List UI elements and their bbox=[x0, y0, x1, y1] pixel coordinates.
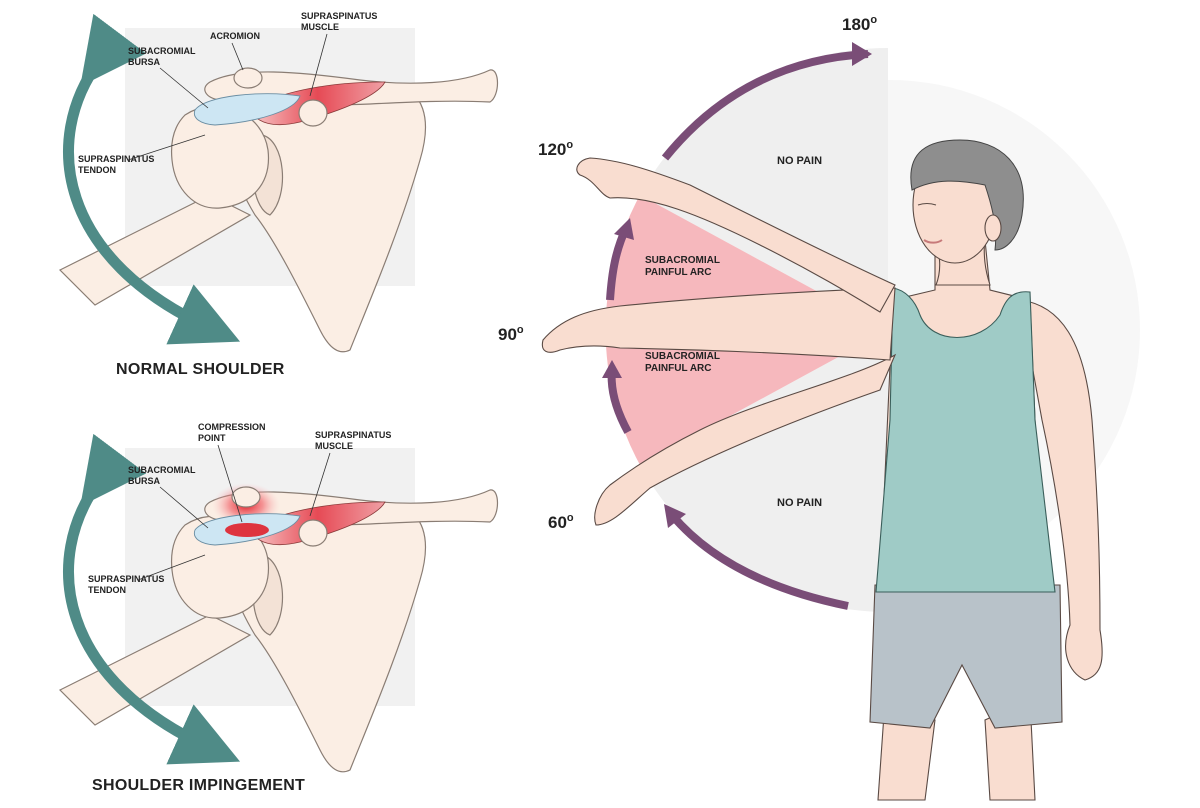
arrowhead-180 bbox=[852, 42, 872, 66]
painful-lower-label-2: PAINFUL ARC bbox=[645, 363, 711, 374]
painful-upper-label-1: SUBACROMIAL bbox=[645, 255, 720, 266]
arm-120-degrees bbox=[576, 157, 896, 313]
angle-120-label: 120o bbox=[538, 139, 573, 159]
coracoid-process bbox=[298, 99, 328, 127]
eye bbox=[917, 203, 937, 206]
no-pain-top-label: NO PAIN bbox=[777, 155, 822, 167]
bursa-label-1: SUBACROMIAL bbox=[128, 46, 196, 56]
compression-point-marker bbox=[225, 523, 269, 537]
muscle-label-2: MUSCLE bbox=[315, 441, 353, 451]
angle-90-label: 90o bbox=[498, 324, 524, 344]
acromion-tip bbox=[233, 67, 263, 89]
arrowhead-90 bbox=[602, 360, 622, 378]
painful-upper-label-2: PAINFUL ARC bbox=[645, 267, 711, 278]
arrowhead-120 bbox=[614, 218, 634, 240]
teal-curved-arrow bbox=[63, 13, 241, 345]
tendon-label-2: TENDON bbox=[78, 165, 116, 175]
angle-180-label: 180o bbox=[842, 14, 877, 34]
tendon-label-1: SUPRASPINATUS bbox=[78, 154, 154, 164]
ear bbox=[984, 214, 1002, 242]
arrowhead-60 bbox=[664, 504, 686, 528]
human-figure bbox=[541, 139, 1103, 801]
compression-label-1: COMPRESSION bbox=[198, 422, 266, 432]
muscle-label-2: MUSCLE bbox=[301, 22, 339, 32]
purple-curved-arrow bbox=[661, 50, 869, 161]
normal-shoulder-panel: ACROMION SUPRASPINATUS MUSCLE SUBACROMIA… bbox=[58, 11, 499, 378]
purple-curved-arrow bbox=[668, 512, 849, 610]
impingement-panel: COMPRESSION POINT SUPRASPINATUS MUSCLE S… bbox=[58, 422, 499, 794]
tendon-label-2: TENDON bbox=[88, 585, 126, 595]
acromion-label: ACROMION bbox=[210, 31, 260, 41]
coracoid-process bbox=[298, 519, 328, 547]
bursa-label-2: BURSA bbox=[128, 476, 161, 486]
tank-top bbox=[875, 287, 1056, 593]
bursa-label-2: BURSA bbox=[128, 57, 161, 67]
arm-60-degrees bbox=[594, 353, 897, 526]
shoulder-impingement-caption: SHOULDER IMPINGEMENT bbox=[92, 777, 305, 794]
muscle-label-1: SUPRASPINATUS bbox=[301, 11, 377, 21]
painful-lower-label-1: SUBACROMIAL bbox=[645, 351, 720, 362]
arm-90-degrees bbox=[541, 287, 896, 361]
teal-curved-arrow bbox=[63, 433, 241, 765]
mouth bbox=[923, 239, 943, 244]
normal-shoulder-caption: NORMAL SHOULDER bbox=[116, 361, 285, 378]
bursa-label-1: SUBACROMIAL bbox=[128, 465, 196, 475]
tendon-label-1: SUPRASPINATUS bbox=[88, 574, 164, 584]
right-arm bbox=[1019, 299, 1103, 681]
angle-60-label: 60o bbox=[548, 512, 574, 532]
no-pain-bottom-label: NO PAIN bbox=[777, 497, 822, 509]
compression-label-2: POINT bbox=[198, 433, 226, 443]
muscle-label-1: SUPRASPINATUS bbox=[315, 430, 391, 440]
shorts bbox=[869, 584, 1063, 729]
